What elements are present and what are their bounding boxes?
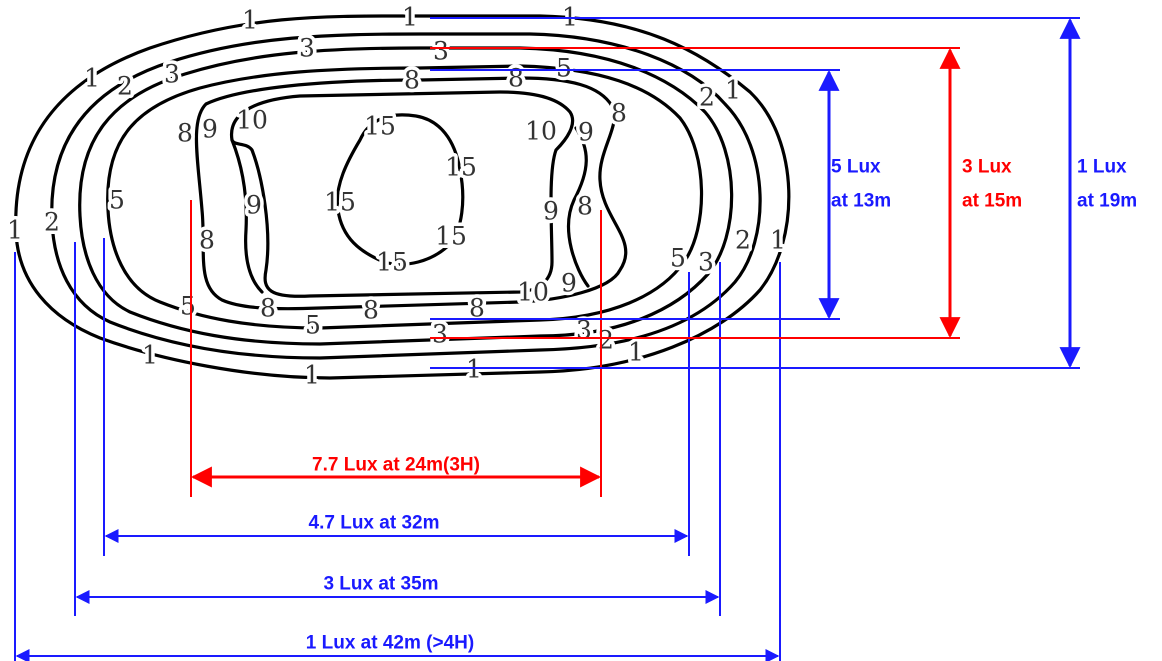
- contour-9-lux-right: [566, 126, 590, 288]
- contour-label-15: 15: [445, 153, 477, 182]
- contour-label-8: 8: [199, 226, 215, 255]
- dimension-label-32m: 4.7 Lux at 32m: [309, 513, 440, 534]
- contour-label-8: 8: [363, 296, 379, 325]
- contour-lines: [14, 14, 791, 380]
- contour-label-15: 15: [324, 188, 356, 217]
- contour-labels: 1 1 1 1 1 1 1 1 1 1 1 2 2 2 2 2 3 3 3 3 …: [4, 0, 790, 393]
- dimension-label-13m-line2: at 13m: [831, 191, 891, 212]
- contour-label-8: 8: [177, 119, 193, 148]
- contour-label-15: 15: [435, 222, 467, 251]
- contour-label-1: 1: [242, 6, 258, 35]
- contour-label-1: 1: [725, 76, 741, 105]
- contour-label-1: 1: [402, 3, 418, 32]
- dimension-label-15m-line2: at 15m: [962, 191, 1022, 212]
- contour-label-3: 3: [299, 34, 315, 63]
- contour-label-15: 15: [364, 112, 396, 141]
- contour-label-1: 1: [770, 226, 786, 255]
- contour-label-5: 5: [670, 244, 686, 273]
- contour-label-1: 1: [84, 64, 100, 93]
- contour-label-5: 5: [109, 186, 125, 215]
- contour-label-1: 1: [7, 216, 23, 245]
- contour-label-2: 2: [117, 72, 133, 101]
- contour-label-5: 5: [180, 292, 196, 321]
- contour-label-1: 1: [628, 338, 644, 367]
- dimension-label-35m: 3 Lux at 35m: [323, 574, 438, 595]
- contour-10-lux: [229, 90, 575, 298]
- dimension-label-15m-line1: 3 Lux: [962, 157, 1012, 178]
- contour-label-9: 9: [543, 197, 559, 226]
- contour-label-9: 9: [578, 118, 594, 147]
- contour-label-15: 15: [376, 248, 408, 277]
- contour-8-lux: [194, 76, 628, 311]
- contour-label-5: 5: [556, 54, 572, 83]
- contour-label-1: 1: [142, 341, 158, 370]
- contour-label-9: 9: [202, 115, 218, 144]
- dimension-label-19m-line1: 1 Lux: [1077, 157, 1127, 178]
- contour-label-3: 3: [164, 60, 180, 89]
- contour-5-lux: [106, 64, 704, 330]
- contour-label-2: 2: [735, 226, 751, 255]
- contour-label-3: 3: [433, 37, 449, 66]
- contour-label-10: 10: [517, 278, 549, 307]
- contour-label-8: 8: [611, 99, 627, 128]
- horizontal-dimensions: 7.7 Lux at 24m(3H) 4.7 Lux at 32m 3 Lux …: [14, 200, 781, 661]
- contour-label-10: 10: [525, 117, 557, 146]
- contour-15-lux: [335, 113, 465, 266]
- contour-label-8: 8: [508, 64, 524, 93]
- contour-label-3: 3: [432, 320, 448, 349]
- contour-3-lux: [78, 46, 734, 346]
- contour-9-lux-left: [230, 138, 264, 294]
- contour-label-8: 8: [469, 294, 485, 323]
- contour-label-9: 9: [561, 269, 577, 298]
- dimension-label-19m-line2: at 19m: [1077, 191, 1137, 212]
- contour-1-lux: [14, 14, 791, 380]
- contour-label-2: 2: [44, 208, 60, 237]
- contour-label-9: 9: [246, 191, 262, 220]
- contour-2-lux: [50, 32, 762, 360]
- dimension-label-24m: 7.7 Lux at 24m(3H): [312, 455, 480, 476]
- contour-label-3: 3: [698, 248, 714, 277]
- contour-label-8: 8: [260, 294, 276, 323]
- contour-label-1: 1: [304, 361, 320, 390]
- contour-label-10: 10: [236, 106, 268, 135]
- vertical-dimensions: 5 Lux at 13m 3 Lux at 15m 1 Lux at 19m: [430, 17, 1137, 369]
- contour-label-5: 5: [305, 311, 321, 340]
- contour-label-2: 2: [699, 83, 715, 112]
- dimension-label-13m-line1: 5 Lux: [831, 157, 881, 178]
- dimension-label-42m: 1 Lux at 42m (>4H): [306, 633, 474, 654]
- contour-label-8: 8: [577, 192, 593, 221]
- contour-label-8: 8: [404, 66, 420, 95]
